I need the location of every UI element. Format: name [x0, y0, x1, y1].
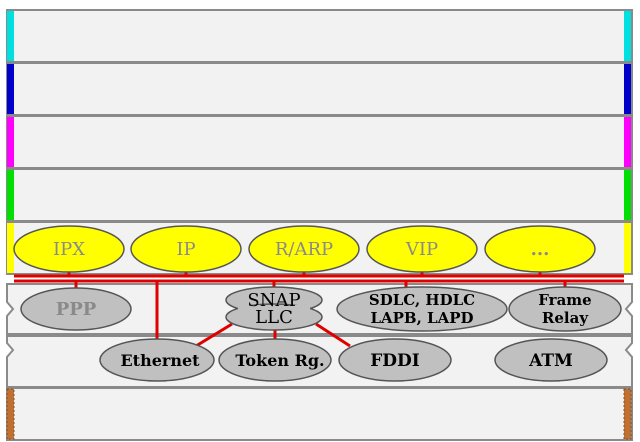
ipx-label: IPX [53, 239, 85, 260]
network-layer-protocols: IPX IP R/ARP VIP ... [13, 225, 596, 273]
more-ellipse[interactable] [484, 225, 596, 273]
layer-3-marker-left [7, 223, 14, 273]
vip-label: VIP [405, 239, 438, 260]
physical-layer-protocols: Ethernet Token Rg. FDDI ATM [99, 338, 608, 382]
snap-label: SNAP [247, 290, 300, 311]
rarp-ellipse[interactable] [248, 225, 360, 273]
layer-5-band [6, 115, 633, 169]
token-ring-label: Token Rg. [235, 351, 324, 370]
layer-3-marker-right [624, 223, 631, 273]
sdlc-label-line1: SDLC, HDLC [369, 291, 475, 309]
layer-5-marker-left [7, 117, 14, 167]
atm-label: ATM [528, 351, 573, 371]
sdlc-ellipse[interactable] [336, 286, 508, 332]
sdlc-label-line2: LAPB, LAPD [370, 309, 473, 327]
atm-ellipse[interactable] [494, 338, 608, 382]
llc-to-ethernet-line [195, 322, 233, 348]
rarp-label: R/ARP [275, 239, 333, 260]
frame-relay-label-line2: Relay [542, 309, 589, 327]
fddi-ellipse[interactable] [338, 338, 452, 382]
layer-4-marker-left [7, 170, 14, 220]
datalink-layer-protocols: PPP SNAP LLC SDLC, HDLC LAPB, LAPD Frame… [20, 286, 622, 332]
ethernet-ellipse[interactable] [99, 338, 215, 382]
snap-llc-join [238, 305, 310, 313]
layer-0-band [6, 387, 633, 441]
layer-0-marker-right [623, 388, 632, 440]
layer-color-markers [6, 11, 632, 440]
layer-4-band [6, 168, 633, 222]
layer-5-marker-right [624, 117, 631, 167]
ethernet-label: Ethernet [120, 351, 200, 370]
layer-7-marker-left [7, 11, 14, 61]
llc-to-fddi-line [315, 322, 351, 348]
more-label: ... [531, 239, 550, 260]
connection-lines [14, 272, 624, 348]
ppp-ellipse[interactable] [20, 287, 132, 331]
frame-relay-ellipse[interactable] [508, 286, 622, 332]
layer-6-marker-left [7, 64, 14, 114]
ppp-label: PPP [56, 299, 97, 320]
ip-ellipse[interactable] [130, 225, 242, 273]
layer-7-band [6, 9, 633, 63]
ipx-ellipse[interactable] [13, 225, 125, 273]
token-ring-ellipse[interactable] [218, 338, 332, 382]
layer-6-band [6, 62, 633, 116]
layer-7-marker-right [624, 11, 631, 61]
frame-relay-label-line1: Frame [538, 291, 591, 309]
fddi-label: FDDI [370, 351, 420, 371]
layer-4-marker-right [624, 170, 631, 220]
layer-6-marker-right [624, 64, 631, 114]
llc-label: LLC [255, 307, 293, 328]
vip-ellipse[interactable] [366, 225, 478, 273]
layer-0-marker-left [6, 388, 15, 440]
ip-label: IP [176, 239, 195, 260]
